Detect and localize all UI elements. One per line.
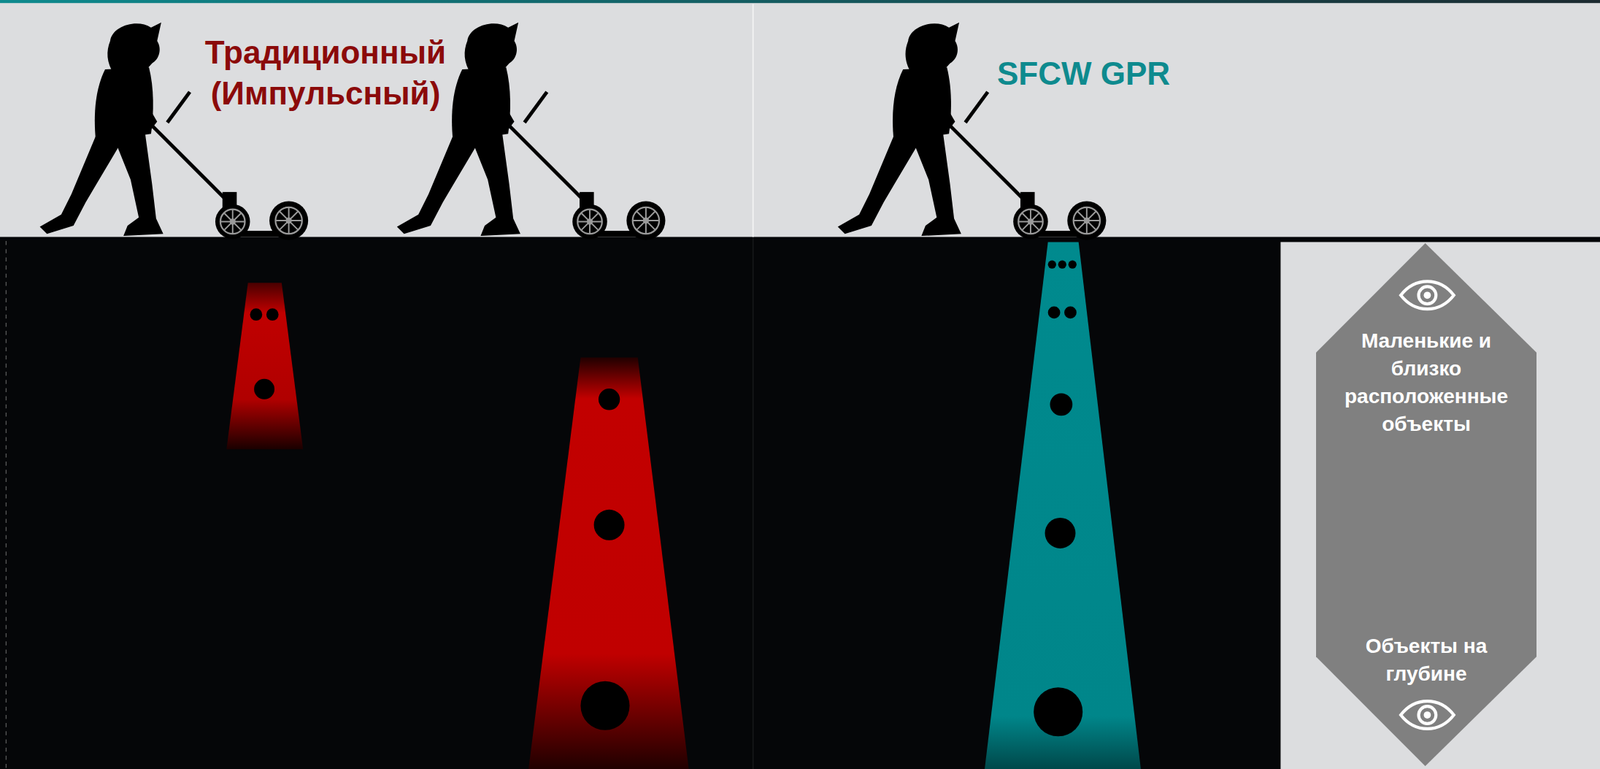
target-dot bbox=[1050, 392, 1073, 416]
edge-dash bbox=[5, 240, 7, 769]
ground bbox=[0, 236, 1600, 769]
eye-iris bbox=[1418, 286, 1437, 304]
impulse-beam-shallow bbox=[226, 282, 303, 449]
panel-separator bbox=[752, 4, 755, 238]
target-dot bbox=[1033, 686, 1083, 736]
target-dot bbox=[580, 681, 630, 730]
panel-heading: SFCW GPR bbox=[997, 54, 1217, 93]
target-dot bbox=[1064, 306, 1077, 319]
target-dot bbox=[1058, 260, 1067, 269]
panel-top-rule bbox=[1280, 237, 1600, 243]
target-dot bbox=[250, 308, 263, 321]
eye-outline bbox=[1400, 700, 1455, 729]
top-strip bbox=[0, 0, 1600, 3]
hexagon-text: Объекты на глубине bbox=[1331, 632, 1522, 688]
target-dot bbox=[266, 308, 279, 321]
eye-pupil bbox=[1424, 291, 1432, 299]
operator-silhouette bbox=[837, 22, 1107, 241]
eye-icon bbox=[1400, 281, 1455, 309]
eye-outline bbox=[1400, 281, 1455, 309]
target-dot bbox=[1048, 306, 1061, 319]
panel-heading: Традиционный (Импульсный) bbox=[194, 32, 457, 114]
impulse-beam-deep bbox=[528, 356, 689, 769]
target-dot bbox=[1048, 260, 1057, 269]
target-dot bbox=[254, 378, 275, 400]
sky-background bbox=[0, 0, 1600, 238]
eye-iris bbox=[1418, 705, 1437, 724]
side-panel bbox=[1280, 241, 1600, 769]
eye-pupil bbox=[1424, 710, 1432, 719]
sfcw-beam bbox=[984, 241, 1141, 769]
target-dot bbox=[598, 388, 620, 410]
hexagon-text: Маленькие и близко расположенные объекты bbox=[1331, 327, 1522, 438]
target-dot bbox=[1068, 260, 1077, 269]
comparison-hexagon: Маленькие и близко расположенные объекты… bbox=[1316, 243, 1537, 766]
target-dot bbox=[1045, 517, 1076, 549]
panel-separator bbox=[752, 237, 755, 769]
hexagon-shape bbox=[1316, 243, 1537, 766]
eye-icon bbox=[1400, 700, 1455, 729]
hexagon-outline bbox=[1316, 243, 1537, 766]
target-dot bbox=[594, 509, 625, 541]
